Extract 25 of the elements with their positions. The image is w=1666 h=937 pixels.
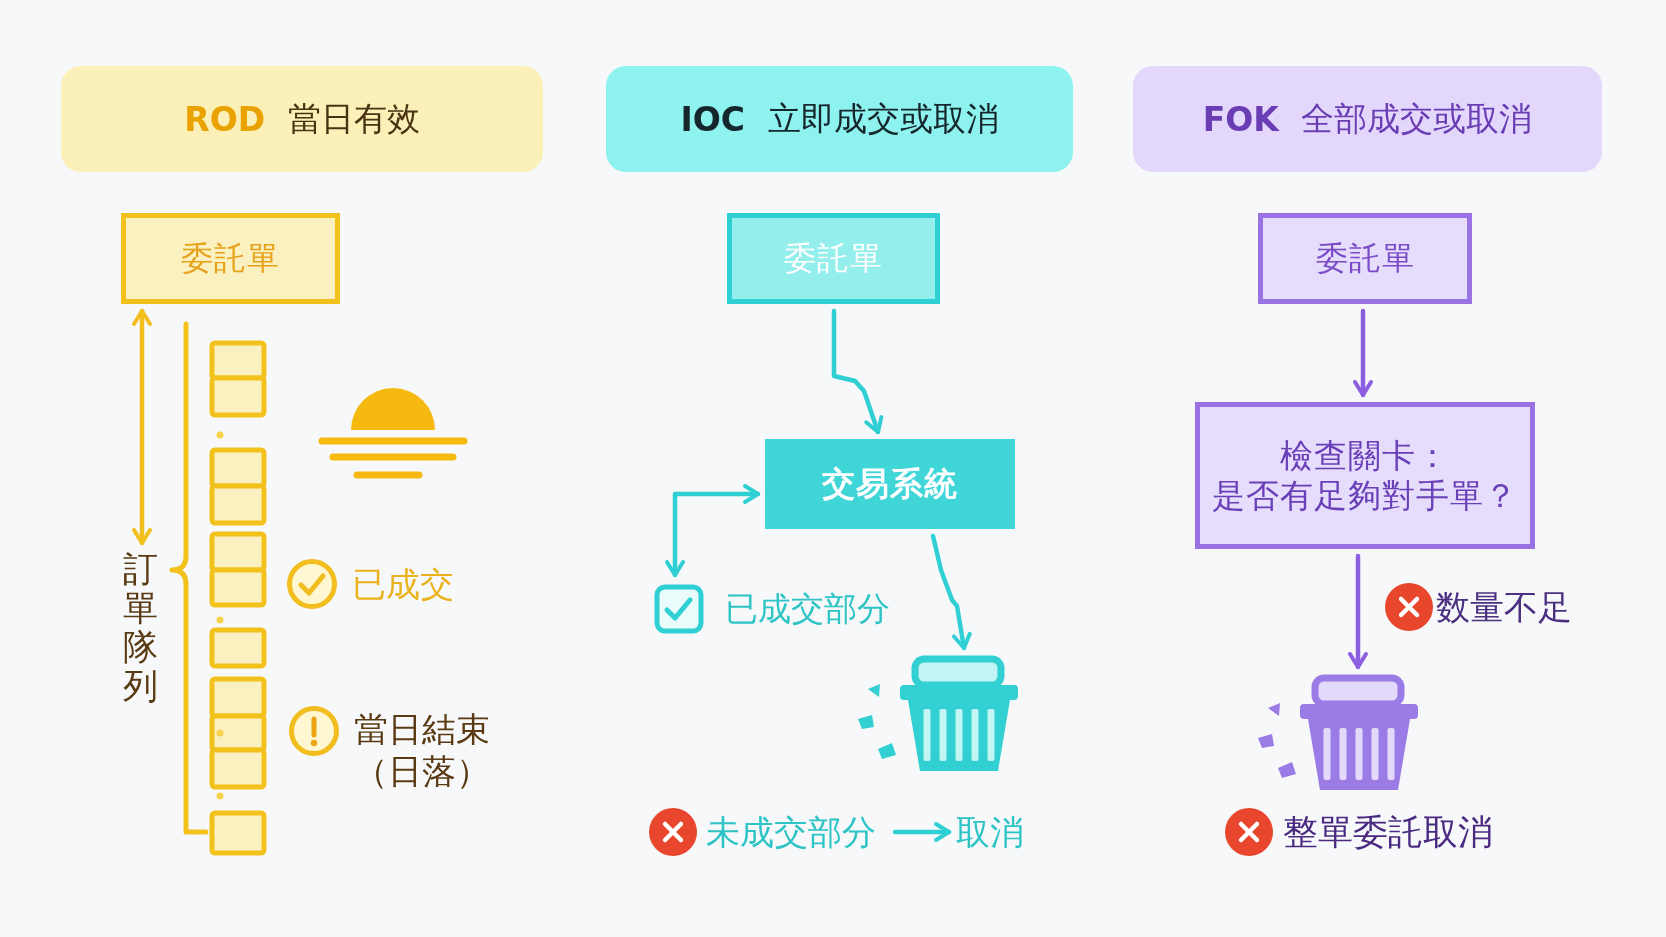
question-text: 是否有足夠對手單？ — [1212, 475, 1518, 516]
decision-box — [1195, 402, 1535, 549]
header-band: ROD 當日有效 — [61, 66, 543, 172]
double-arrow — [665, 484, 761, 578]
arrow — [831, 308, 884, 435]
arrow — [1353, 308, 1373, 398]
arrow — [930, 533, 972, 651]
status-text: 已成交 — [352, 564, 454, 604]
order-box: 委託單 — [727, 213, 940, 304]
arrow — [892, 822, 952, 842]
order-box: 委託單 — [1258, 213, 1472, 304]
status-text: 未成交部分 — [706, 810, 876, 854]
status-text: 已成交部分 — [725, 587, 890, 630]
result-text: 取消 — [956, 810, 1024, 854]
vertical-label: 訂單隊列 — [120, 550, 160, 707]
header-band: IOC 立即成交或取消 — [606, 66, 1073, 172]
double-arrow — [132, 308, 152, 546]
header-band: FOK 全部成交或取消 — [1133, 66, 1602, 172]
note-text: 當日結束（日落） — [353, 708, 491, 792]
system-box: 交易系統 — [765, 439, 1015, 529]
order-box: 委託單 — [121, 213, 340, 304]
arrow — [1348, 553, 1368, 670]
box-heading: 檢查關卡： — [1280, 435, 1450, 476]
result-text: 整單委託取消 — [1283, 811, 1493, 853]
edge-label: 数量不足 — [1436, 586, 1572, 628]
